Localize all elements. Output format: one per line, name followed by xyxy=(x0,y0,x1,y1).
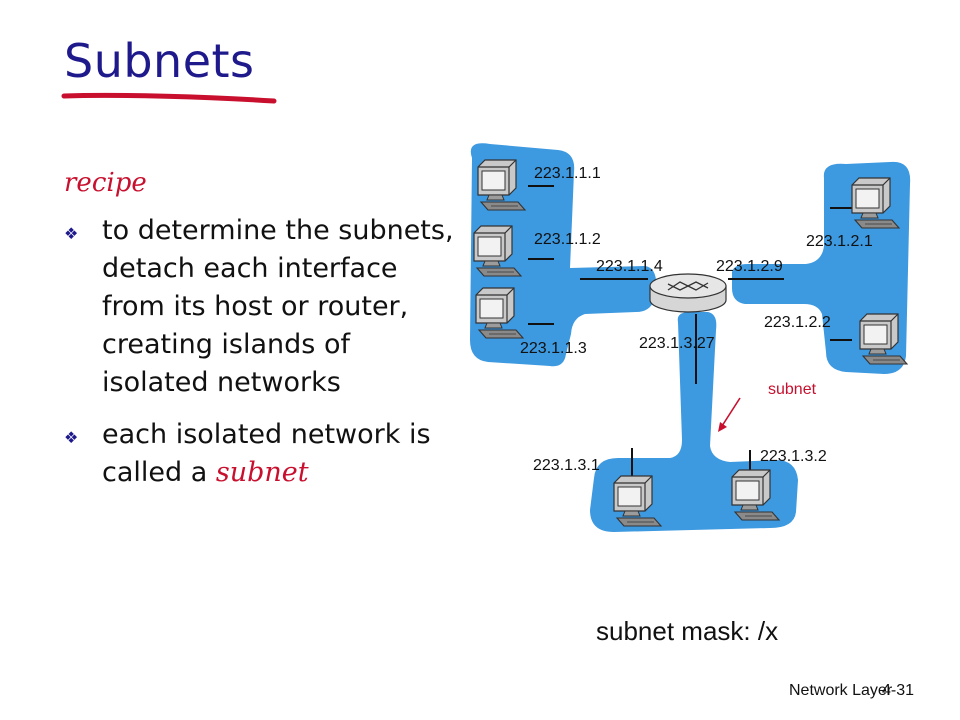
bullet-text: to determine the subnets, detach each in… xyxy=(102,215,454,398)
recipe-label: recipe xyxy=(64,168,147,198)
ip-label-223-1-3-1: 223.1.3.1 xyxy=(533,457,600,474)
footer-section-name: Network Layer xyxy=(789,682,893,699)
bullet-item-subnet: ❖ each isolated network is called a subn… xyxy=(64,416,454,492)
ip-label-223-1-1-1: 223.1.1.1 xyxy=(534,165,601,182)
ip-label-223-1-1-3: 223.1.1.3 xyxy=(520,340,587,357)
ip-label-223-1-2-1: 223.1.2.1 xyxy=(806,233,873,250)
bullet-text: each isolated network is called a xyxy=(102,419,431,488)
router-icon xyxy=(649,273,727,313)
ip-label-223-1-1-4: 223.1.1.4 xyxy=(596,258,663,275)
ip-label-223-1-3-27: 223.1.3.27 xyxy=(639,335,715,352)
ip-label-223-1-2-2: 223.1.2.2 xyxy=(764,314,831,331)
bullet-list: ❖ to determine the subnets, detach each … xyxy=(64,212,454,506)
slide-title: Subnets xyxy=(64,34,255,88)
subnet-mask-label: subnet mask: /x xyxy=(596,616,779,646)
subnet-callout-label: subnet xyxy=(768,381,817,398)
title-underline xyxy=(61,92,277,104)
diamond-bullet-icon: ❖ xyxy=(64,224,79,243)
bullet-item-detach: ❖ to determine the subnets, detach each … xyxy=(64,212,454,402)
subnet-highlight: subnet xyxy=(215,457,309,488)
ip-label-223-1-3-2: 223.1.3.2 xyxy=(760,448,827,465)
diamond-bullet-icon: ❖ xyxy=(64,428,79,447)
subnet-island-223-1-1 xyxy=(470,143,657,367)
subnet-callout-arrow xyxy=(718,397,741,432)
footer-slide-number: 4-31 xyxy=(882,682,915,699)
ip-label-223-1-1-2: 223.1.1.2 xyxy=(534,231,601,248)
ip-label-223-1-2-9: 223.1.2.9 xyxy=(716,258,783,275)
